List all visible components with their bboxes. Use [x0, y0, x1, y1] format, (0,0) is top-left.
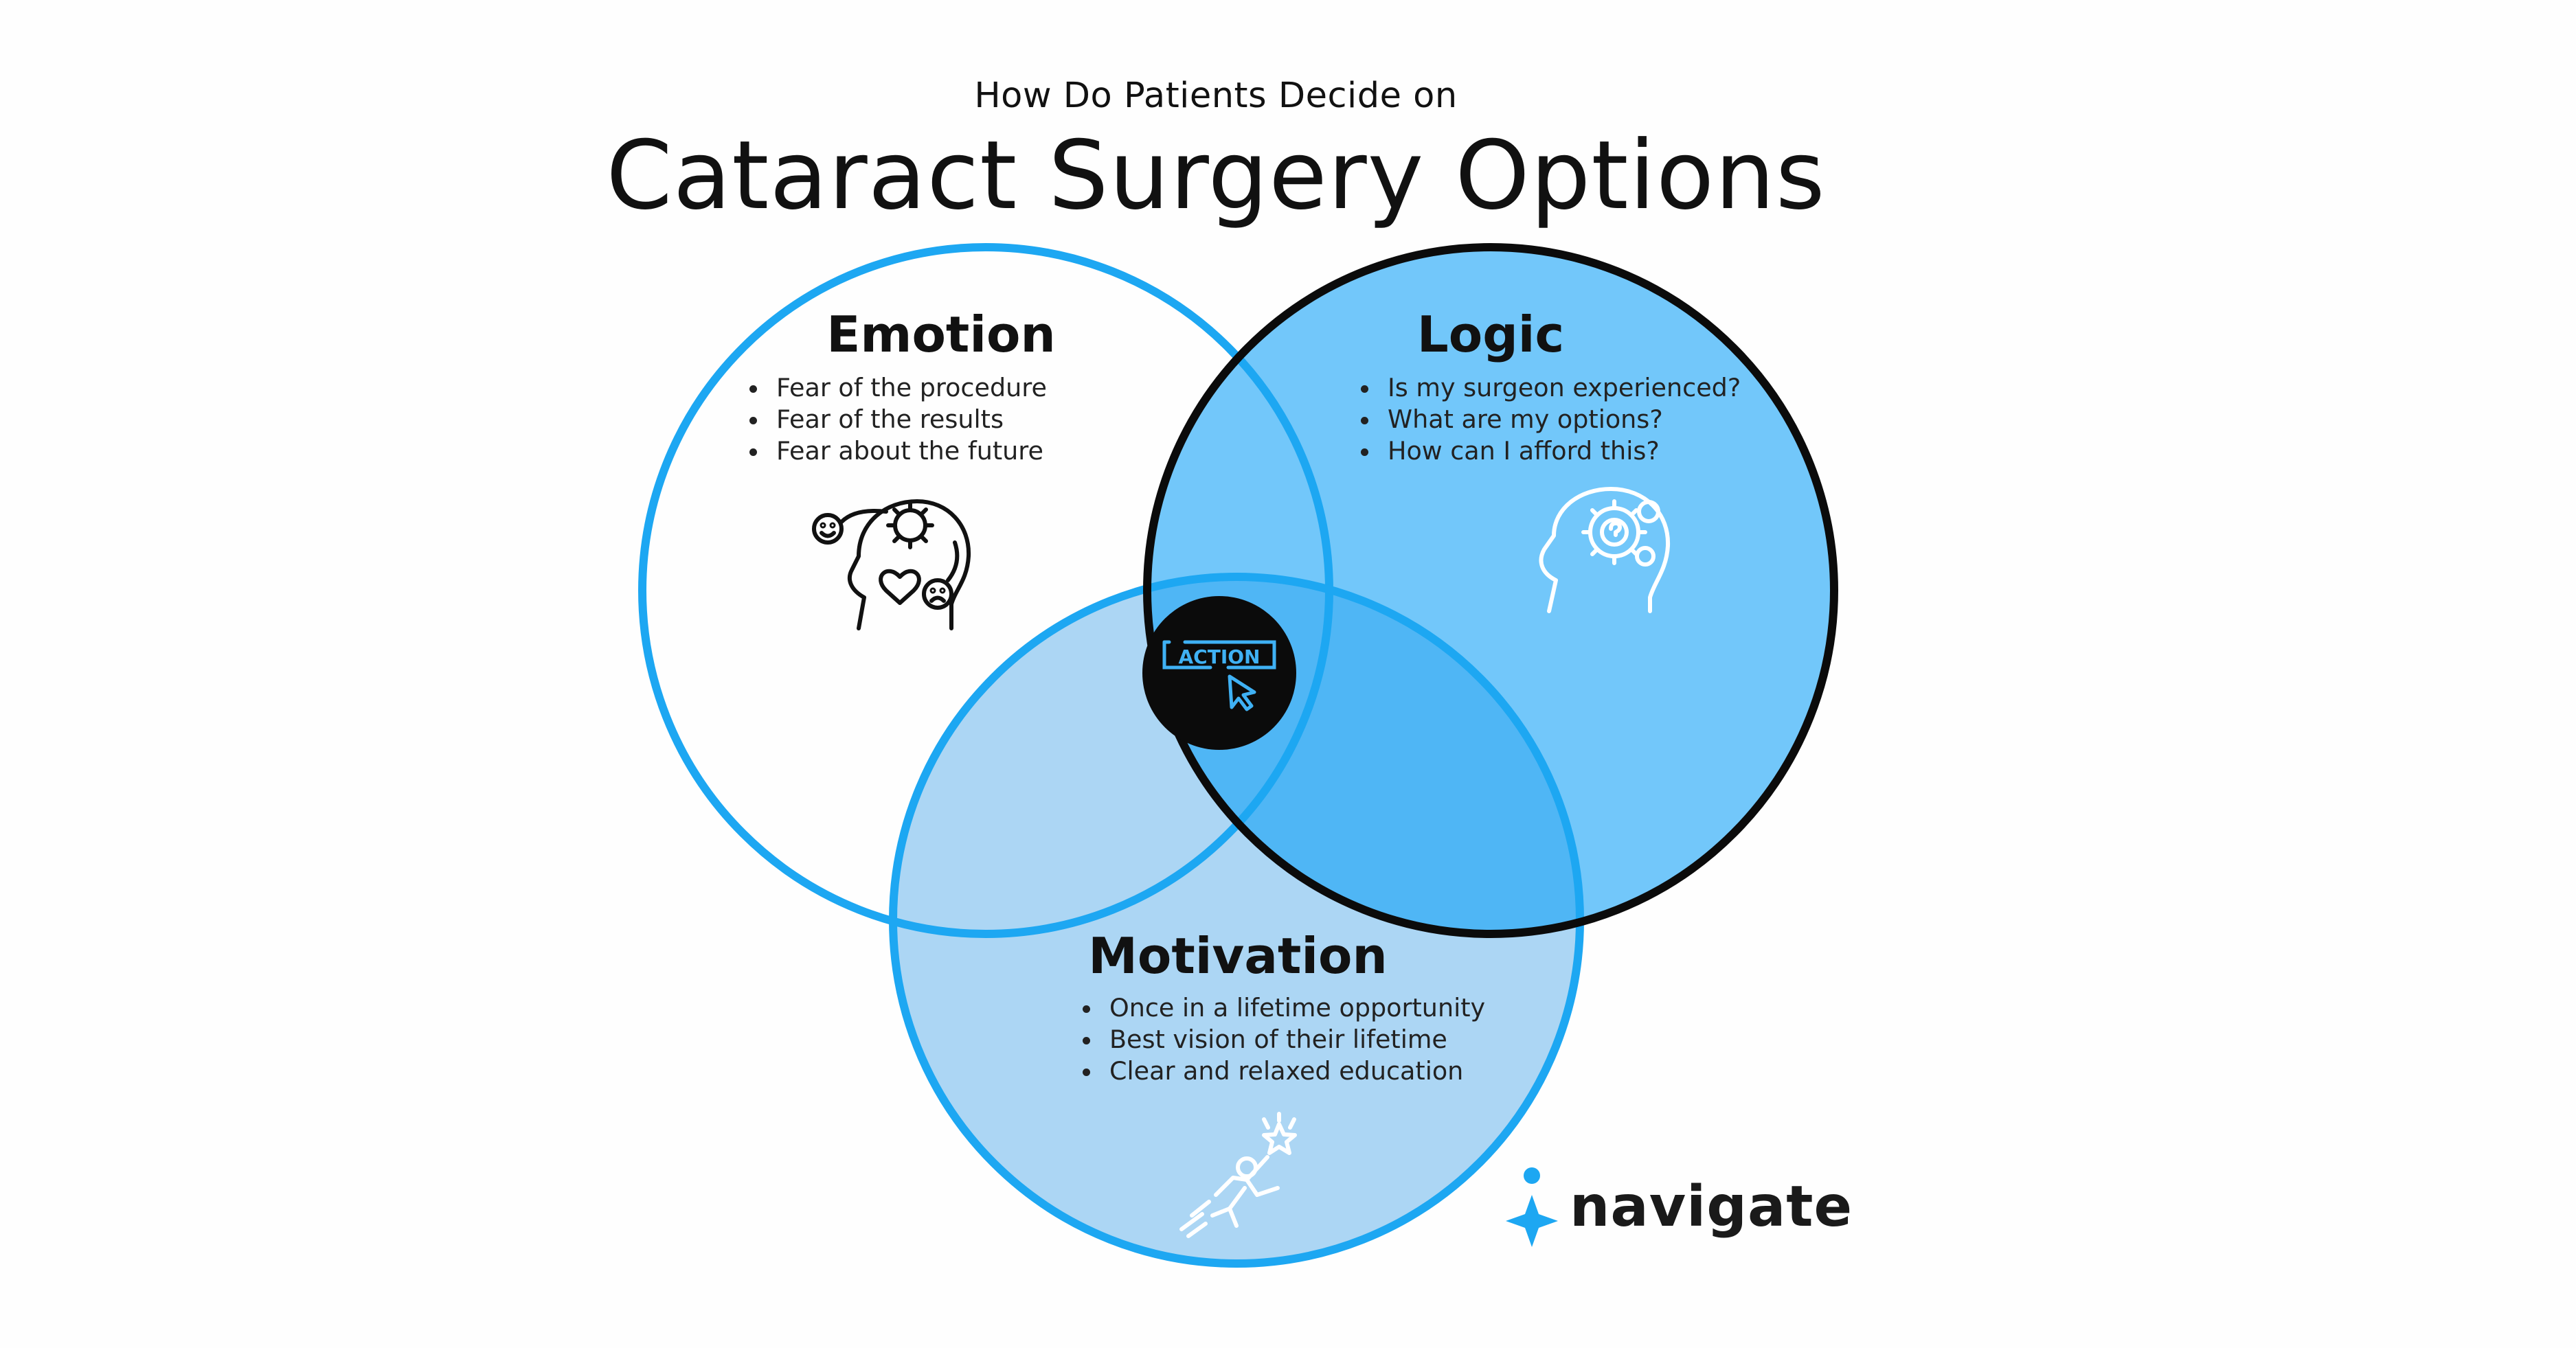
motivation-heading: Motivation	[1088, 927, 1388, 985]
action-center-circle	[1142, 596, 1296, 750]
action-button-icon	[1162, 640, 1276, 670]
logic-heading: Logic	[1416, 306, 1565, 363]
list-item: Clear and relaxed education	[1103, 1055, 1485, 1087]
emotion-list: Fear of the procedure Fear of the result…	[725, 372, 1047, 467]
brand-logo-text: navigate	[1570, 1174, 1853, 1240]
motivation-list: Once in a lifetime opportunity Best visi…	[1058, 992, 1485, 1087]
head-gear-question-icon	[1539, 487, 1671, 613]
list-item: What are my options?	[1381, 404, 1741, 435]
list-item: Fear of the procedure	[769, 372, 1047, 404]
diagram-title: Cataract Surgery Options	[606, 120, 1826, 231]
logic-list: Is my surgeon experienced? What are my o…	[1336, 372, 1741, 467]
list-item: Fear of the results	[769, 404, 1047, 435]
person-reaching-star-icon	[1179, 1112, 1297, 1238]
diagram-subtitle: How Do Patients Decide on	[974, 76, 1458, 116]
logic-circle-outline	[1143, 243, 1838, 938]
head-heart-gear-emotions-icon	[812, 499, 971, 630]
emotion-heading: Emotion	[826, 306, 1056, 363]
compass-star-icon	[1506, 1167, 1558, 1247]
list-item: Is my surgeon experienced?	[1381, 372, 1741, 404]
list-item: Fear about the future	[769, 435, 1047, 467]
list-item: Once in a lifetime opportunity	[1103, 992, 1485, 1024]
list-item: Best vision of their lifetime	[1103, 1024, 1485, 1055]
action-label: ACTION	[1179, 646, 1261, 668]
list-item: How can I afford this?	[1381, 435, 1741, 467]
cursor-pointer-icon	[1228, 674, 1256, 711]
